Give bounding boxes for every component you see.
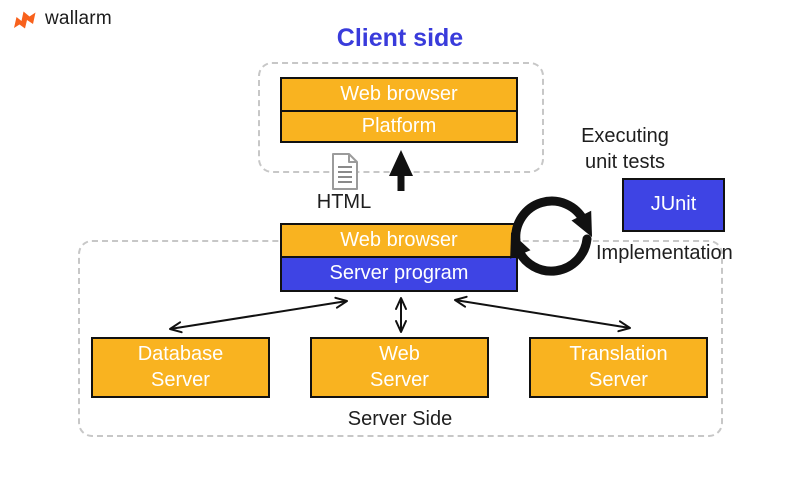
client-platform-box: Platform <box>280 110 518 143</box>
web-server-box: Web Server <box>310 337 489 398</box>
middle-web-browser-box: Web browser <box>280 223 518 258</box>
client-platform-label: Platform <box>361 114 437 137</box>
server-program-box: Server program <box>280 256 518 292</box>
middle-web-browser-label: Web browser <box>340 228 458 251</box>
translation-server-label-line2: Server <box>589 368 648 391</box>
html-document-icon <box>332 153 358 190</box>
client-web-browser-label: Web browser <box>340 82 458 105</box>
server-program-label: Server program <box>329 262 469 285</box>
database-server-label-line1: Database <box>137 342 224 365</box>
executing-unit-tests-label: Executing unit tests <box>581 125 669 173</box>
wallarm-logo-text: wallarm <box>45 8 112 29</box>
client-web-browser-box: Web browser <box>280 77 518 112</box>
database-server-label-line2: Server <box>151 368 210 391</box>
html-label: HTML <box>316 191 372 213</box>
web-server-label-line2: Server <box>370 368 429 391</box>
wallarm-logo: wallarm <box>12 8 112 30</box>
wallarm-logo-icon <box>14 11 36 28</box>
implementation-label: Implementation <box>596 242 733 264</box>
client-side-title: Client side <box>336 24 464 52</box>
junit-box: JUnit <box>622 178 725 232</box>
database-server-box: Database Server <box>91 337 270 398</box>
server-side-label: Server Side <box>347 408 453 430</box>
web-server-label-line1: Web <box>379 342 420 365</box>
translation-server-box: Translation Server <box>529 337 708 398</box>
junit-label: JUnit <box>650 193 697 216</box>
translation-server-label-line1: Translation <box>569 342 668 365</box>
